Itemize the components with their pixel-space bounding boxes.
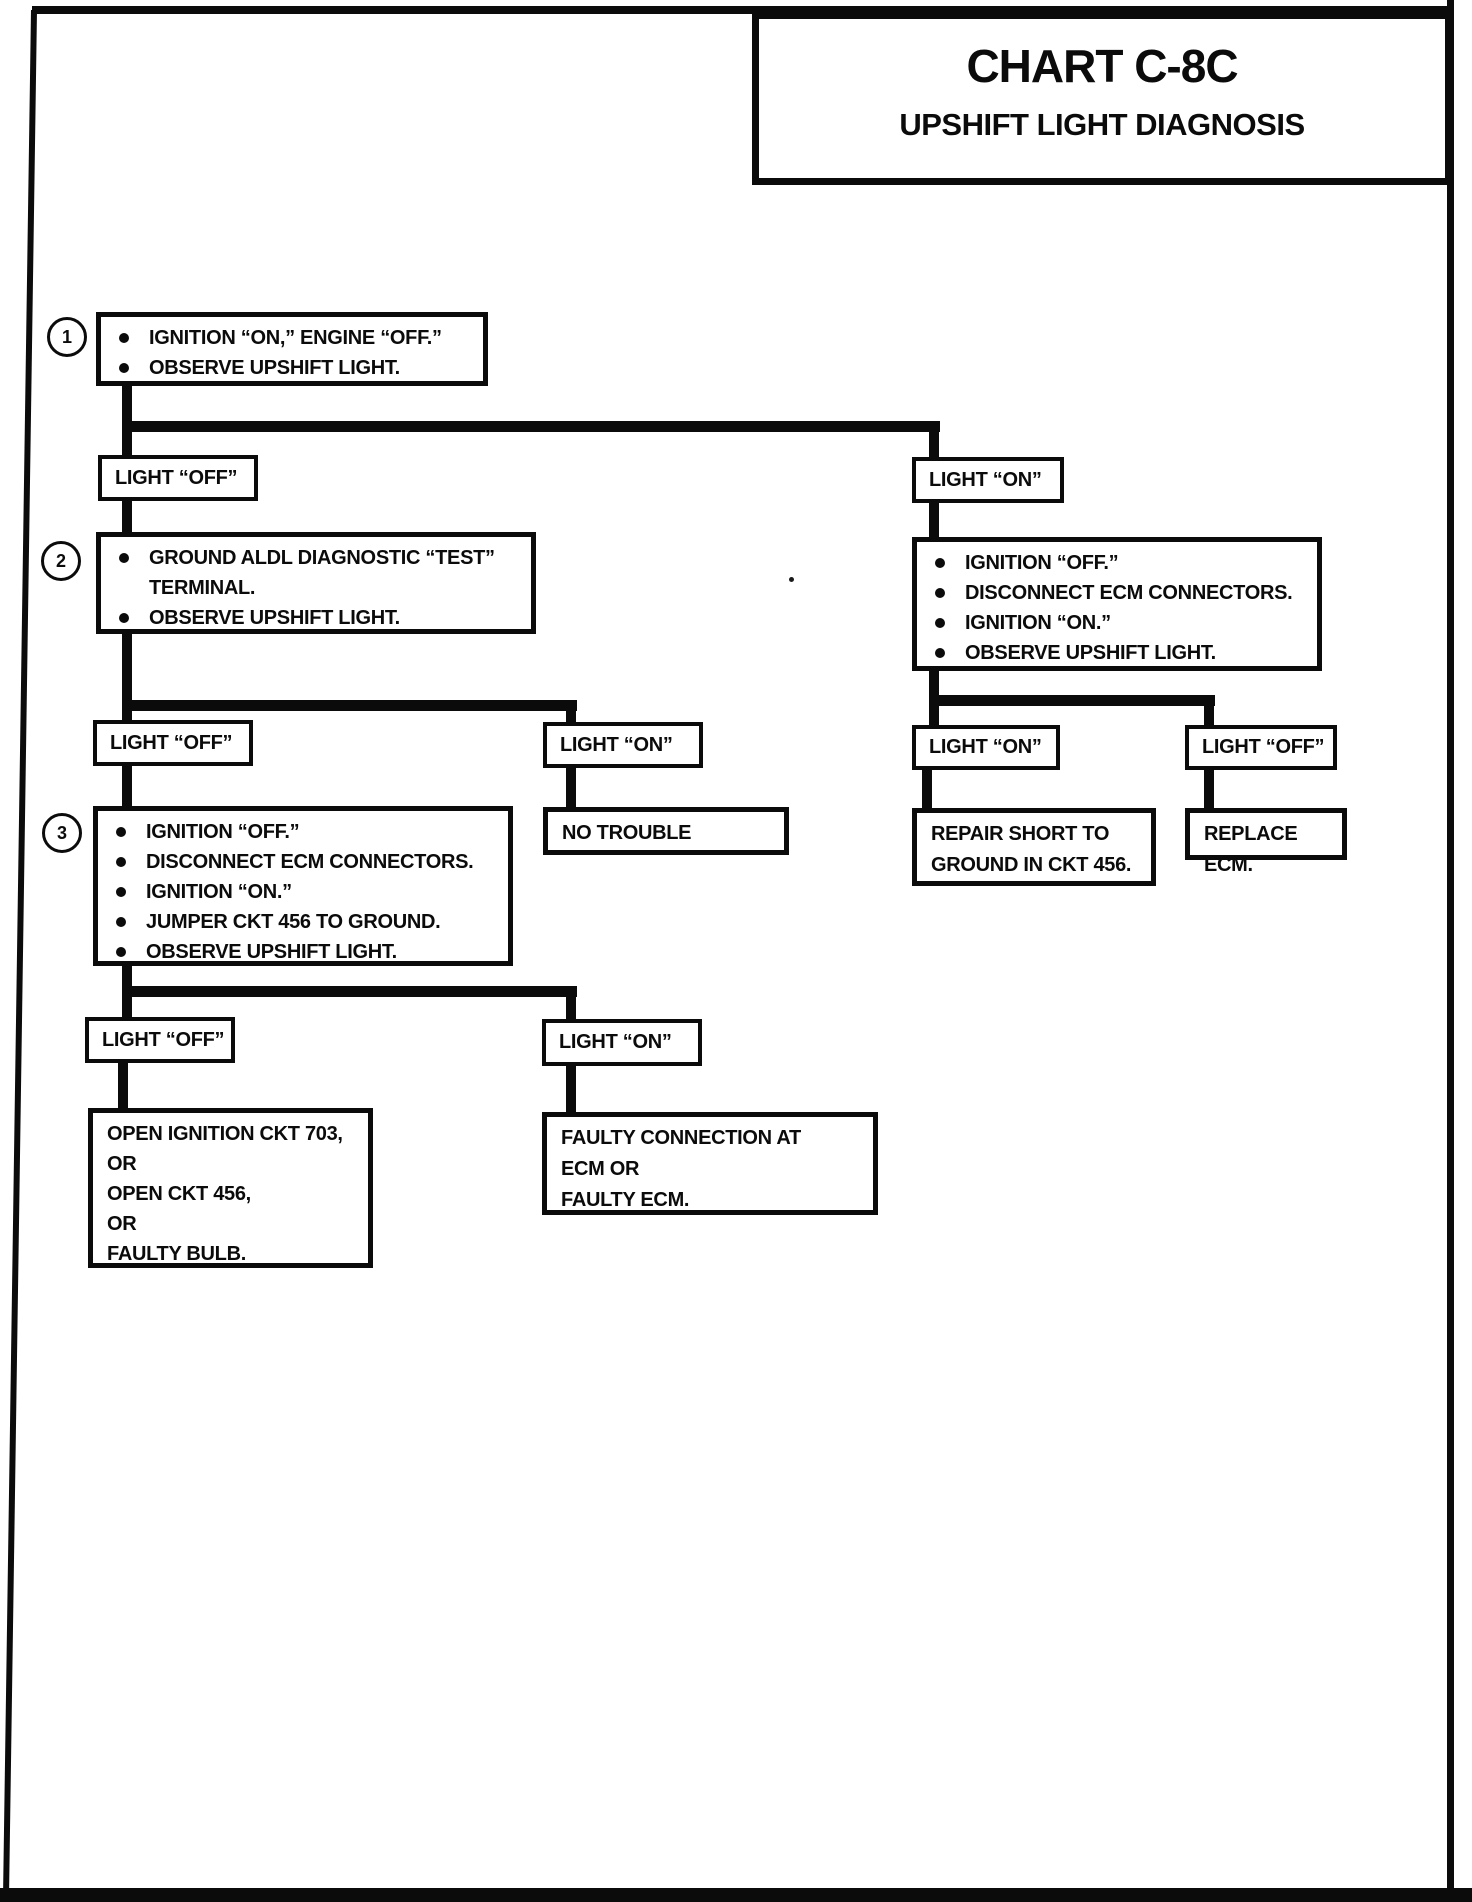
repair-short-box: REPAIR SHORT TO GROUND IN CKT 456. bbox=[912, 808, 1156, 886]
decision-label: LIGHT “OFF” bbox=[1202, 736, 1325, 758]
connector-line bbox=[122, 421, 940, 432]
chart-title-box: CHART C-8C UPSHIFT LIGHT DIAGNOSIS bbox=[752, 12, 1452, 185]
bullet-icon bbox=[116, 887, 126, 897]
step-3-box: IGNITION “OFF.” DISCONNECT ECM CONNECTOR… bbox=[93, 806, 513, 966]
step-item: DISCONNECT ECM CONNECTORS. bbox=[965, 582, 1293, 604]
bullet-icon bbox=[116, 827, 126, 837]
connector-line bbox=[122, 634, 132, 722]
decision-light-on-3: LIGHT “ON” bbox=[542, 1019, 702, 1066]
decision-light-on-1: LIGHT “ON” bbox=[912, 457, 1064, 503]
step-item: IGNITION “OFF.” bbox=[146, 821, 300, 843]
decision-light-on-right: LIGHT “ON” bbox=[912, 725, 1060, 770]
step-item: OBSERVE UPSHIFT LIGHT. bbox=[965, 642, 1216, 664]
connector-line bbox=[1204, 770, 1214, 810]
decision-label: LIGHT “ON” bbox=[559, 1031, 672, 1053]
step-item: JUMPER CKT 456 TO GROUND. bbox=[146, 911, 441, 933]
step-1-number-circle: 1 bbox=[47, 317, 87, 357]
step-item: IGNITION “ON.” bbox=[965, 612, 1111, 634]
result-line: FAULTY BULB. bbox=[107, 1243, 246, 1265]
decision-light-off-3: LIGHT “OFF” bbox=[85, 1017, 235, 1063]
step-3-number-circle: 3 bbox=[42, 813, 82, 853]
decision-label: LIGHT “ON” bbox=[929, 736, 1042, 758]
connector-line bbox=[566, 986, 576, 1021]
step-item: IGNITION “ON,” ENGINE “OFF.” bbox=[149, 327, 442, 349]
result-line: ECM OR bbox=[561, 1158, 640, 1180]
step-number: 2 bbox=[55, 550, 66, 571]
result-line: OPEN IGNITION CKT 703, bbox=[107, 1123, 343, 1145]
result-text: NO TROUBLE bbox=[562, 822, 692, 844]
decision-label: LIGHT “OFF” bbox=[115, 466, 238, 489]
bullet-icon bbox=[935, 558, 945, 568]
bullet-icon bbox=[119, 363, 129, 373]
decision-label: LIGHT “OFF” bbox=[102, 1028, 225, 1051]
result-line: FAULTY CONNECTION AT bbox=[561, 1127, 801, 1149]
bullet-icon bbox=[935, 588, 945, 598]
connector-line bbox=[122, 700, 577, 711]
step-number: 3 bbox=[56, 822, 67, 843]
open-circuit-box: OPEN IGNITION CKT 703, OR OPEN CKT 456, … bbox=[88, 1108, 373, 1268]
result-line: GROUND IN CKT 456. bbox=[931, 854, 1132, 876]
step-item: OBSERVE UPSHIFT LIGHT. bbox=[149, 357, 400, 379]
connector-line bbox=[1204, 695, 1214, 727]
decision-label: LIGHT “ON” bbox=[560, 733, 673, 756]
page-border-top bbox=[32, 6, 1452, 14]
step-2-box: GROUND ALDL DIAGNOSTIC “TEST” TERMINAL. … bbox=[96, 532, 536, 634]
step-item: OBSERVE UPSHIFT LIGHT. bbox=[149, 607, 400, 629]
replace-ecm-box: REPLACE ECM. bbox=[1185, 808, 1347, 876]
connector-line bbox=[929, 421, 939, 461]
step-2-number-circle: 2 bbox=[41, 541, 81, 581]
connector-line bbox=[122, 986, 577, 997]
result-line: REPAIR SHORT TO bbox=[931, 823, 1110, 845]
connector-line bbox=[122, 501, 132, 535]
decision-light-off-2: LIGHT “OFF” bbox=[93, 720, 253, 766]
faulty-connection-box: FAULTY CONNECTION AT ECM OR FAULTY ECM. bbox=[542, 1112, 878, 1215]
connector-line bbox=[929, 695, 1215, 706]
connector-line bbox=[566, 768, 576, 810]
step-item: IGNITION “ON.” bbox=[146, 881, 292, 903]
connector-line bbox=[122, 766, 132, 808]
step-item: IGNITION “OFF.” bbox=[965, 552, 1119, 574]
decision-light-on-mid: LIGHT “ON” bbox=[543, 722, 703, 768]
result-line: OPEN CKT 456, bbox=[107, 1183, 251, 1205]
result-line: OR bbox=[107, 1213, 137, 1235]
connector-line bbox=[566, 700, 576, 726]
step-number: 1 bbox=[61, 326, 72, 347]
no-trouble-box: NO TROUBLE bbox=[543, 807, 789, 855]
page-border-left bbox=[3, 10, 37, 1892]
chart-subtitle: UPSHIFT LIGHT DIAGNOSIS bbox=[899, 107, 1305, 142]
page-border-bottom bbox=[0, 1888, 1472, 1902]
connector-line bbox=[922, 770, 932, 810]
bullet-icon bbox=[116, 857, 126, 867]
step-item: GROUND ALDL DIAGNOSTIC “TEST” TERMINAL. bbox=[149, 547, 495, 599]
step-item: DISCONNECT ECM CONNECTORS. bbox=[146, 851, 474, 873]
bullet-icon bbox=[119, 613, 129, 623]
step-item: OBSERVE UPSHIFT LIGHT. bbox=[146, 941, 397, 963]
connector-line bbox=[118, 1063, 128, 1110]
step-1-box: IGNITION “ON,” ENGINE “OFF.” OBSERVE UPS… bbox=[96, 312, 488, 386]
bullet-icon bbox=[119, 333, 129, 343]
right-procedure-box: IGNITION “OFF.” DISCONNECT ECM CONNECTOR… bbox=[912, 537, 1322, 671]
result-line: FAULTY ECM. bbox=[561, 1189, 690, 1211]
result-text: REPLACE ECM. bbox=[1204, 823, 1298, 876]
chart-code: CHART C-8C bbox=[966, 40, 1238, 92]
bullet-icon bbox=[119, 553, 129, 563]
decision-label: LIGHT “OFF” bbox=[110, 731, 233, 754]
bullet-icon bbox=[935, 618, 945, 628]
page-border-right bbox=[1447, 0, 1454, 1902]
connector-line bbox=[566, 1066, 576, 1114]
scan-artifact-dot bbox=[789, 577, 794, 582]
connector-line bbox=[929, 503, 939, 539]
bullet-icon bbox=[116, 917, 126, 927]
bullet-icon bbox=[116, 947, 126, 957]
bullet-icon bbox=[935, 648, 945, 658]
decision-light-off-right: LIGHT “OFF” bbox=[1185, 725, 1337, 770]
result-line: OR bbox=[107, 1153, 137, 1175]
decision-light-off-1: LIGHT “OFF” bbox=[98, 455, 258, 501]
decision-label: LIGHT “ON” bbox=[929, 468, 1042, 491]
